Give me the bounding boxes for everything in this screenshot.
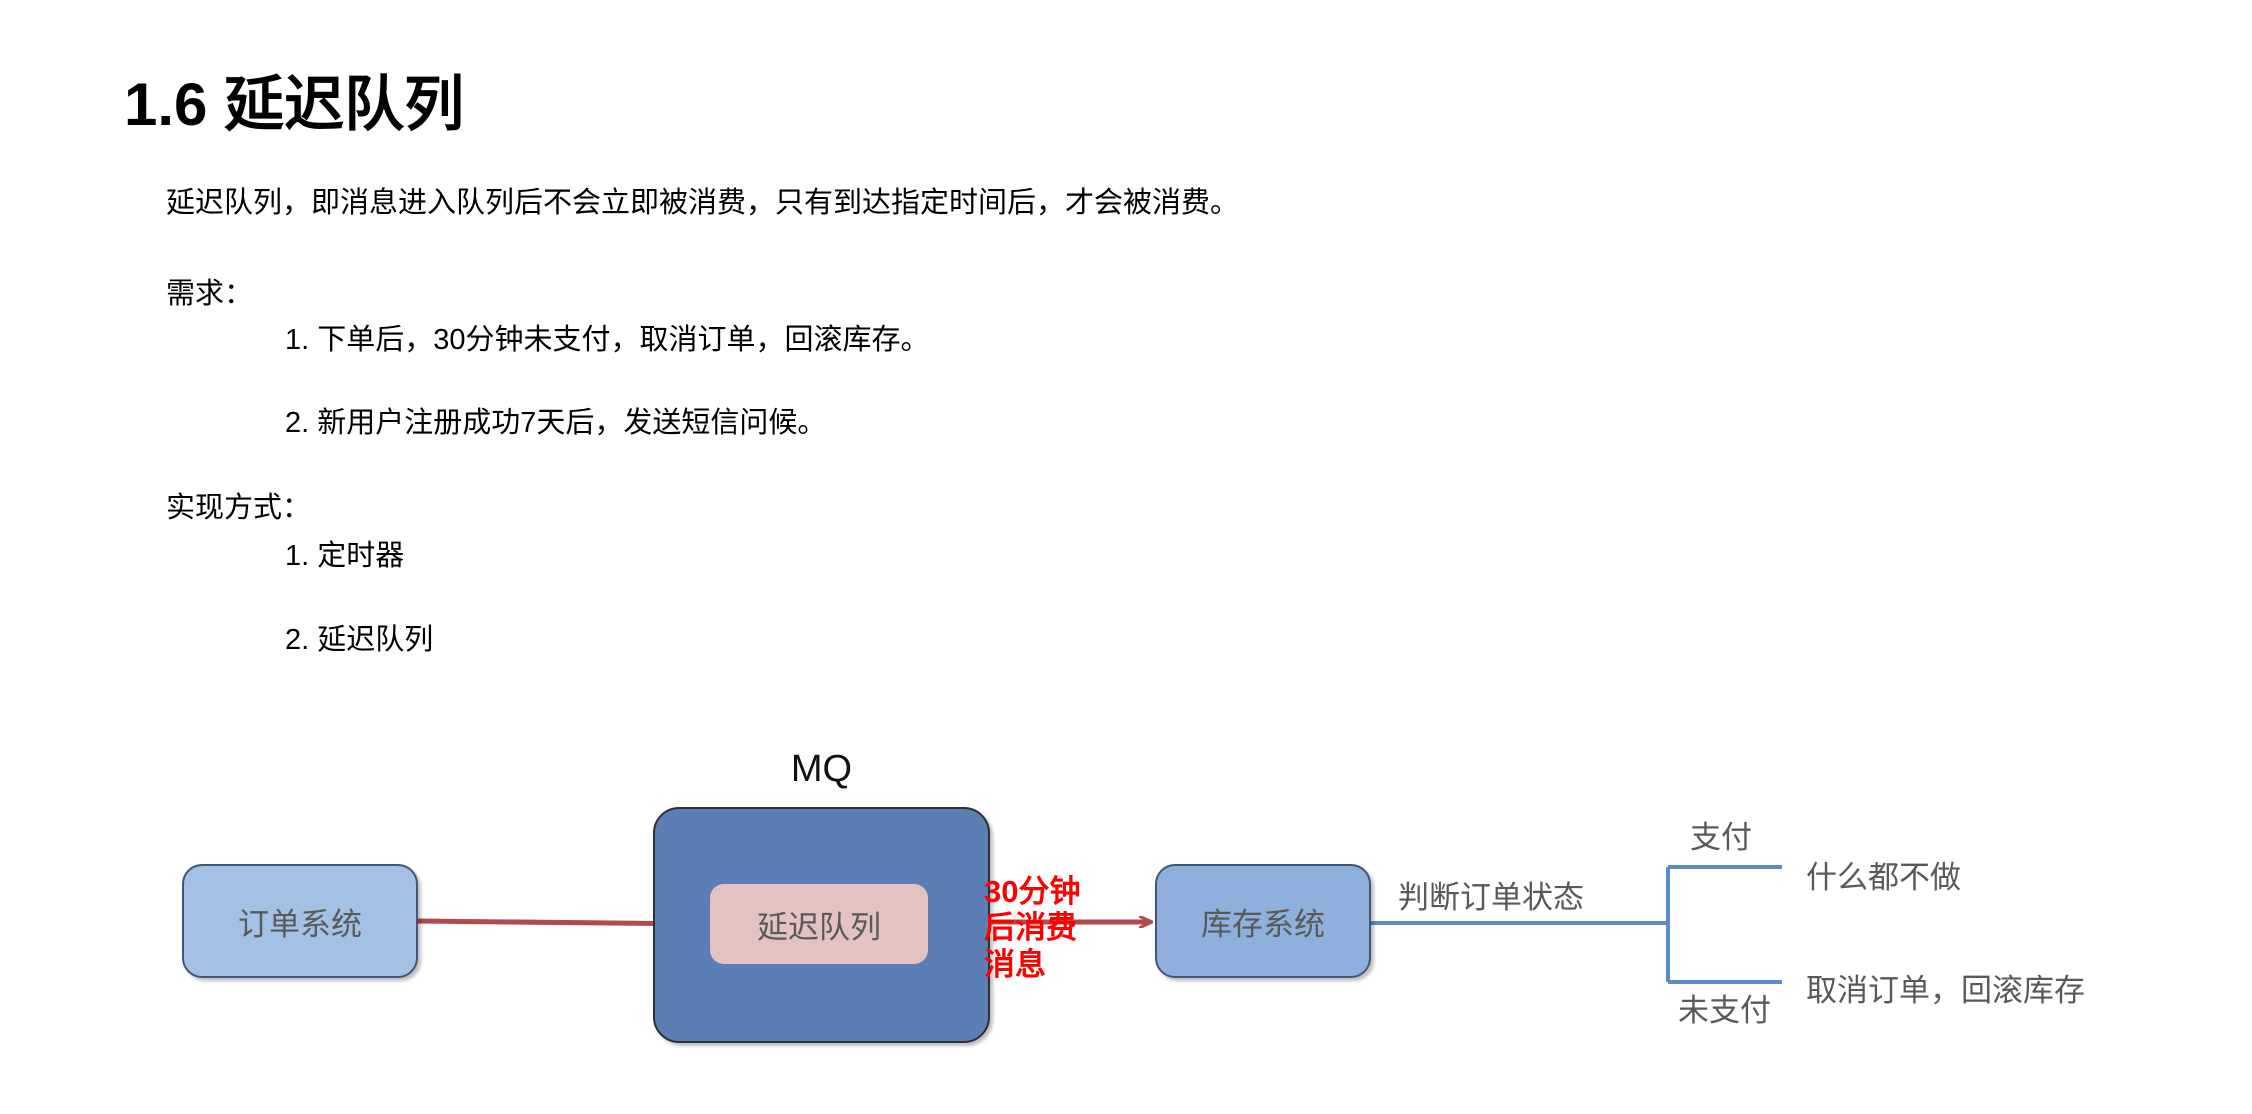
- judge-order-state-label: 判断订单状态: [1398, 880, 1584, 915]
- list-item: 2. 延迟队列: [285, 624, 434, 656]
- mq-label: MQ: [790, 748, 853, 790]
- delay-queue-node[interactable]: 延迟队列: [710, 884, 928, 964]
- inventory-system-node[interactable]: 库存系统: [1155, 864, 1371, 978]
- intro-paragraph: 延迟队列，即消息进入队列后不会立即被消费，只有到达指定时间后，才会被消费。: [166, 187, 1240, 219]
- branch-paid-action: 什么都不做: [1806, 860, 1961, 895]
- delay-consume-note: 30分钟 后消费 消息: [984, 874, 1081, 982]
- list-item: 1. 下单后，30分钟未支付，取消订单，回滚库存。: [285, 324, 930, 356]
- inventory-system-label: 库存系统: [1201, 906, 1325, 942]
- list-item: 1. 定时器: [285, 540, 405, 572]
- page-title: 1.6 延迟队列: [124, 71, 465, 139]
- branch-unpaid-label: 未支付: [1678, 993, 1771, 1028]
- implementation-label: 实现方式：: [166, 492, 312, 524]
- list-item: 2. 新用户注册成功7天后，发送短信问候。: [285, 407, 827, 439]
- branch-unpaid-action: 取消订单，回滚库存: [1806, 973, 2085, 1008]
- branch-paid-label: 支付: [1690, 820, 1752, 855]
- requirements-label: 需求：: [166, 278, 254, 310]
- order-system-node[interactable]: 订单系统: [182, 864, 418, 978]
- order-system-label: 订单系统: [238, 906, 362, 942]
- delay-queue-label: 延迟队列: [757, 909, 881, 945]
